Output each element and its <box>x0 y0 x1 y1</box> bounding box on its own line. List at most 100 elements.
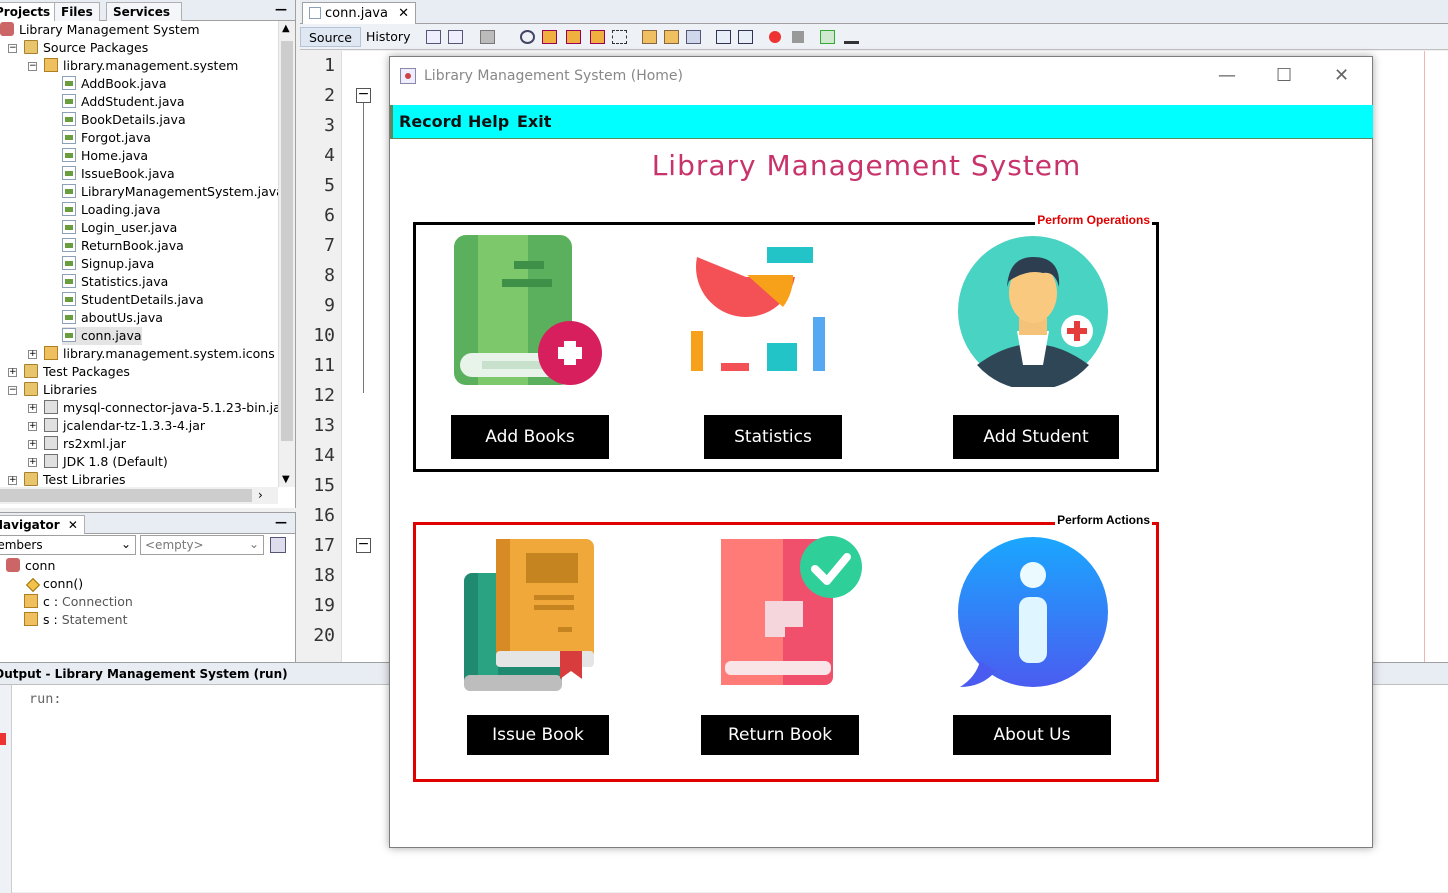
info-icon[interactable] <box>956 537 1110 689</box>
filter-options-icon[interactable] <box>270 537 286 553</box>
add-book-icon[interactable] <box>454 235 606 387</box>
filter-combo[interactable]: <empty> ⌄ <box>140 535 264 555</box>
tree-item[interactable]: conn.java <box>62 327 142 345</box>
tree-item[interactable]: Statistics.java <box>62 273 168 291</box>
tab-services[interactable]: Services <box>106 2 182 21</box>
tree-item[interactable]: Test Libraries <box>24 471 126 489</box>
fold-toggle-icon[interactable]: − <box>356 86 371 103</box>
fold-toggle-icon[interactable]: − <box>356 536 371 553</box>
tree-expander-icon[interactable]: + <box>28 349 37 359</box>
tree-item[interactable]: aboutUs.java <box>62 309 163 327</box>
return-book-icon[interactable] <box>721 535 863 687</box>
scroll-right-icon[interactable]: › <box>258 488 263 502</box>
next-bookmark-icon[interactable] <box>664 30 679 44</box>
menu-exit[interactable]: Exit <box>517 112 552 131</box>
find-next-icon[interactable] <box>566 30 581 44</box>
scroll-thumb[interactable] <box>281 41 293 441</box>
menu-help[interactable]: Help <box>468 112 510 131</box>
tree-item[interactable]: IssueBook.java <box>62 165 175 183</box>
shift-left-icon[interactable] <box>716 30 731 44</box>
tree-expander-icon[interactable]: + <box>28 421 37 431</box>
tree-item[interactable]: mysql-connector-java-5.1.23-bin.jar <box>44 399 286 417</box>
tree-item[interactable]: StudentDetails.java <box>62 291 204 309</box>
tab-files[interactable]: Files <box>54 2 100 21</box>
tree-item[interactable]: Library Management System <box>0 21 200 39</box>
tree-item[interactable]: AddStudent.java <box>62 93 185 111</box>
find-previous-icon[interactable] <box>542 30 557 44</box>
source-button[interactable]: Source <box>300 27 361 47</box>
scroll-up-icon[interactable]: ▲ <box>282 23 290 34</box>
tree-expander-icon[interactable]: − <box>8 43 17 53</box>
tree-item[interactable]: jcalendar-tz-1.3.3-4.jar <box>44 417 205 435</box>
minimize-icon[interactable]: — <box>275 515 287 529</box>
history-button[interactable]: History <box>366 29 411 44</box>
about-us-button[interactable]: About Us <box>953 715 1111 755</box>
uncomment-icon[interactable] <box>844 30 859 44</box>
tree-item[interactable]: Home.java <box>62 147 148 165</box>
tree-item[interactable]: rs2xml.jar <box>44 435 126 453</box>
return-book-button[interactable]: Return Book <box>701 715 859 755</box>
tree-item[interactable]: library.management.system.icons <box>44 345 275 363</box>
stop-icon[interactable] <box>0 733 6 745</box>
toggle-bookmark-icon[interactable] <box>686 30 701 44</box>
add-student-icon[interactable] <box>957 235 1109 387</box>
stop-macro-icon[interactable] <box>792 31 804 43</box>
tree-item[interactable]: LibraryManagementSystem.java <box>62 183 284 201</box>
tree-item[interactable]: JDK 1.8 (Default) <box>44 453 168 471</box>
tree-item[interactable]: Source Packages <box>24 39 148 57</box>
nav-item-field-c[interactable]: c : Connection <box>24 593 133 611</box>
tree-expander-icon[interactable]: + <box>28 457 37 467</box>
tab-navigator[interactable]: Navigator ✕ <box>0 515 85 534</box>
window-titlebar[interactable]: Library Management System (Home) — ☐ ✕ <box>390 57 1372 95</box>
nav-item-constructor[interactable]: conn() <box>25 575 83 593</box>
tree-item[interactable]: library.management.system <box>44 57 238 75</box>
tree-item[interactable]: BookDetails.java <box>62 111 186 129</box>
tree-item[interactable]: Signup.java <box>62 255 154 273</box>
tree-item[interactable]: Forgot.java <box>62 129 151 147</box>
scroll-down-icon[interactable]: ▼ <box>282 474 290 485</box>
tree-item[interactable]: AddBook.java <box>62 75 166 93</box>
tree-item[interactable]: Login_user.java <box>62 219 177 237</box>
add-books-button[interactable]: Add Books <box>451 415 609 459</box>
tree-expander-icon[interactable]: + <box>28 439 37 449</box>
forward-icon[interactable] <box>480 30 495 44</box>
hscroll-thumb[interactable] <box>0 489 252 502</box>
tree-item[interactable]: Libraries <box>24 381 97 399</box>
tree-expander-icon[interactable]: − <box>8 385 17 395</box>
tree-item[interactable]: ReturnBook.java <box>62 237 184 255</box>
comment-icon[interactable] <box>820 30 835 44</box>
vertical-scrollbar[interactable]: ▲ ▼ <box>278 21 295 487</box>
last-edit-icon[interactable] <box>426 30 441 44</box>
members-combo[interactable]: Members ⌄ <box>0 535 136 555</box>
back-icon[interactable] <box>448 30 463 44</box>
tree-expander-icon[interactable]: + <box>8 475 17 485</box>
statistics-icon[interactable] <box>691 247 831 387</box>
tree-expander-icon[interactable]: − <box>28 61 37 71</box>
issue-book-button[interactable]: Issue Book <box>467 715 609 755</box>
issue-book-icon[interactable] <box>464 539 598 695</box>
minimize-icon[interactable]: — <box>275 2 287 16</box>
tab-projects[interactable]: Projects <box>0 2 58 21</box>
horizontal-scrollbar[interactable]: › <box>0 487 278 504</box>
record-macro-icon[interactable] <box>769 31 781 43</box>
tab-conn-java[interactable]: conn.java ✕ <box>302 2 416 24</box>
close-icon[interactable]: ✕ <box>398 6 409 21</box>
close-window-icon[interactable]: ✕ <box>1334 65 1350 86</box>
add-student-button[interactable]: Add Student <box>953 415 1119 459</box>
search-icon[interactable] <box>520 30 535 44</box>
nav-item-field-s[interactable]: s : Statement <box>24 611 127 629</box>
toggle-highlight-icon[interactable] <box>612 30 627 44</box>
statistics-button[interactable]: Statistics <box>704 415 842 459</box>
shift-right-icon[interactable] <box>738 30 753 44</box>
find-selection-icon[interactable] <box>590 30 605 44</box>
minimize-window-icon[interactable]: — <box>1218 65 1236 86</box>
previous-bookmark-icon[interactable] <box>642 30 657 44</box>
tree-expander-icon[interactable]: + <box>8 367 17 377</box>
tree-item[interactable]: Loading.java <box>62 201 160 219</box>
tree-expander-icon[interactable]: + <box>28 403 37 413</box>
tree-item[interactable]: Test Packages <box>24 363 130 381</box>
close-icon[interactable]: ✕ <box>67 518 78 532</box>
maximize-window-icon[interactable]: ☐ <box>1276 65 1293 86</box>
menu-record[interactable]: Record <box>399 112 462 131</box>
nav-item-class[interactable]: conn <box>6 557 55 575</box>
